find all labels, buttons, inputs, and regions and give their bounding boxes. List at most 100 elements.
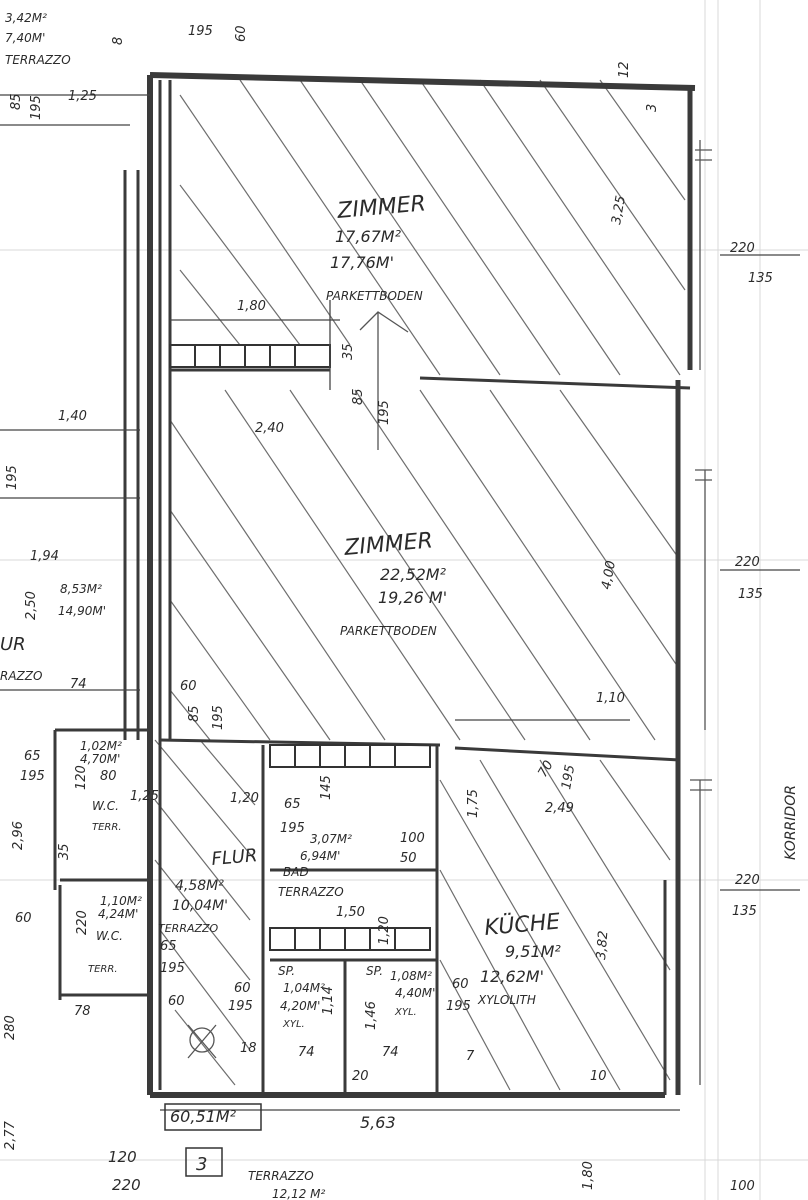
dim-195-flur: 195: [211, 705, 226, 730]
dim-296: 2,96: [11, 821, 26, 850]
dim-50-bad: 50: [400, 851, 417, 866]
room1-floor: PARKETTBODEN: [326, 289, 423, 303]
dim-325: 3,25: [609, 195, 629, 226]
radiator-bad: [269, 744, 431, 768]
room2-floor: PARKETTBODEN: [340, 624, 437, 638]
sp2-floor: XYL.: [394, 1007, 417, 1018]
room1-name: ZIMMER: [335, 191, 427, 224]
left-flur: UR: [0, 634, 26, 655]
dim-100-bad: 100: [400, 831, 425, 846]
hatch-kitchen: [439, 759, 671, 1091]
dim-65-bad: 65: [284, 797, 301, 812]
dim-277: 2,77: [3, 1120, 18, 1150]
dim-250: 2,50: [24, 591, 39, 620]
sp1-floor: XYL.: [282, 1019, 305, 1030]
dim-74-b: 74: [382, 1045, 399, 1060]
dim-146: 1,46: [364, 1001, 379, 1030]
dim-60-sp2: 60: [452, 977, 469, 992]
dim-135-b: 135: [738, 587, 763, 602]
wc2-name: W.C.: [96, 929, 123, 943]
total-area: 60,51M²: [170, 1107, 237, 1126]
wc1-name: W.C.: [92, 799, 119, 813]
dimension-lines: [0, 94, 800, 1111]
dim-120-sp: 1,20: [377, 916, 392, 945]
room1-area-1: 17,67M²: [335, 227, 402, 246]
dim-120-bot: 120: [108, 1148, 137, 1166]
dim-125-wc: 1,25: [130, 789, 159, 804]
dim-74-a: 74: [298, 1045, 315, 1060]
dim-194: 1,94: [30, 549, 59, 564]
dim-60-flur: 60: [180, 679, 197, 694]
top-area-1: 3,42M²: [5, 11, 47, 25]
left-area-2: 14,90M': [58, 604, 106, 618]
dim-195-sp2: 195: [446, 999, 471, 1014]
hatch-room-middle: [169, 389, 681, 741]
dim-240: 2,40: [255, 421, 284, 436]
hatch-room-top: [179, 79, 686, 376]
room2-area-2: 19,26 M': [378, 588, 447, 607]
dim-195-left: 195: [29, 95, 44, 120]
dim-195-bad: 195: [280, 821, 305, 836]
dim-60-wc2: 60: [15, 911, 32, 926]
dim-195-k: 195: [559, 764, 578, 791]
dim-195-sp: 195: [228, 999, 253, 1014]
wc2-area-1: 1,10M²: [100, 894, 142, 908]
dim-65-flur: 65: [160, 939, 177, 954]
dim-85-flur: 85: [187, 705, 202, 722]
dim-220-bot: 220: [112, 1176, 141, 1194]
dim-20: 20: [352, 1069, 369, 1084]
kitchen-area-1: 9,51M²: [505, 942, 561, 961]
dim-195-l2: 195: [5, 465, 20, 490]
sp1-area-1: 1,04M²: [283, 981, 325, 995]
entry-arrow: [359, 311, 409, 450]
dim-60-low: 60: [168, 994, 185, 1009]
dim-74: 74: [70, 677, 87, 692]
dim-195-mid: 195: [377, 400, 392, 425]
dim-220-wc2: 220: [75, 910, 90, 935]
bottom-terrazzo: TERRAZZO: [248, 1169, 314, 1183]
dim-85-left: 85: [9, 93, 24, 110]
dim-70-k: 70: [535, 758, 556, 780]
side-label: KORRIDOR: [783, 785, 799, 860]
dim-195-top: 195: [188, 24, 213, 39]
dim-100-bot: 100: [730, 1179, 755, 1194]
sp2-name: SP.: [366, 964, 383, 978]
top-terrazzo: TERRAZZO: [5, 53, 71, 67]
dim-120-wc: 120: [74, 765, 89, 790]
wc1-floor: TERR.: [92, 822, 122, 833]
wc2-floor: TERR.: [88, 964, 118, 975]
room2-area-1: 22,52M²: [380, 565, 447, 584]
dim-180: 1,80: [237, 299, 266, 314]
dim-8-top: 8: [111, 37, 126, 45]
dim-220-a: 220: [730, 241, 755, 256]
dim-220-b: 220: [735, 555, 760, 570]
dim-382: 3,82: [594, 930, 611, 960]
bad-name: BAD: [283, 865, 309, 879]
dim-3-top: 3: [645, 104, 660, 112]
dim-220-c: 220: [735, 873, 760, 888]
flur-area-2: 10,04M': [172, 898, 228, 914]
dim-80-wc: 80: [100, 769, 117, 784]
radiator-top: [169, 344, 331, 368]
wc1-area-2: 4,70M': [80, 752, 120, 766]
sp2-area-2: 4,40M': [395, 986, 435, 1000]
dim-150: 1,50: [336, 905, 365, 920]
dim-35-wc: 35: [57, 843, 72, 860]
dim-145-bad: 145: [319, 775, 334, 800]
kitchen-area-2: 12,62M': [480, 967, 544, 986]
dim-114: 1,14: [321, 986, 336, 1015]
kitchen-name: KÜCHE: [483, 908, 561, 941]
left-terrazzo: RAZZO: [0, 669, 42, 683]
kitchen-floor: XYLOLITH: [477, 993, 536, 1007]
dim-110: 1,10: [596, 691, 625, 706]
total-area-box: [164, 1103, 262, 1131]
bad-area-2: 6,94M': [300, 849, 340, 863]
dim-125-left: 1,25: [68, 89, 97, 104]
dim-175: 1,75: [466, 789, 481, 818]
dim-12-top: 12: [617, 61, 632, 78]
bottom-area: 12,12 M²: [272, 1187, 326, 1200]
unit-number: 3: [196, 1154, 207, 1175]
hatch-flur: [154, 739, 256, 1086]
lamp-symbol: [187, 1024, 217, 1059]
bad-area-1: 3,07M²: [310, 832, 352, 846]
